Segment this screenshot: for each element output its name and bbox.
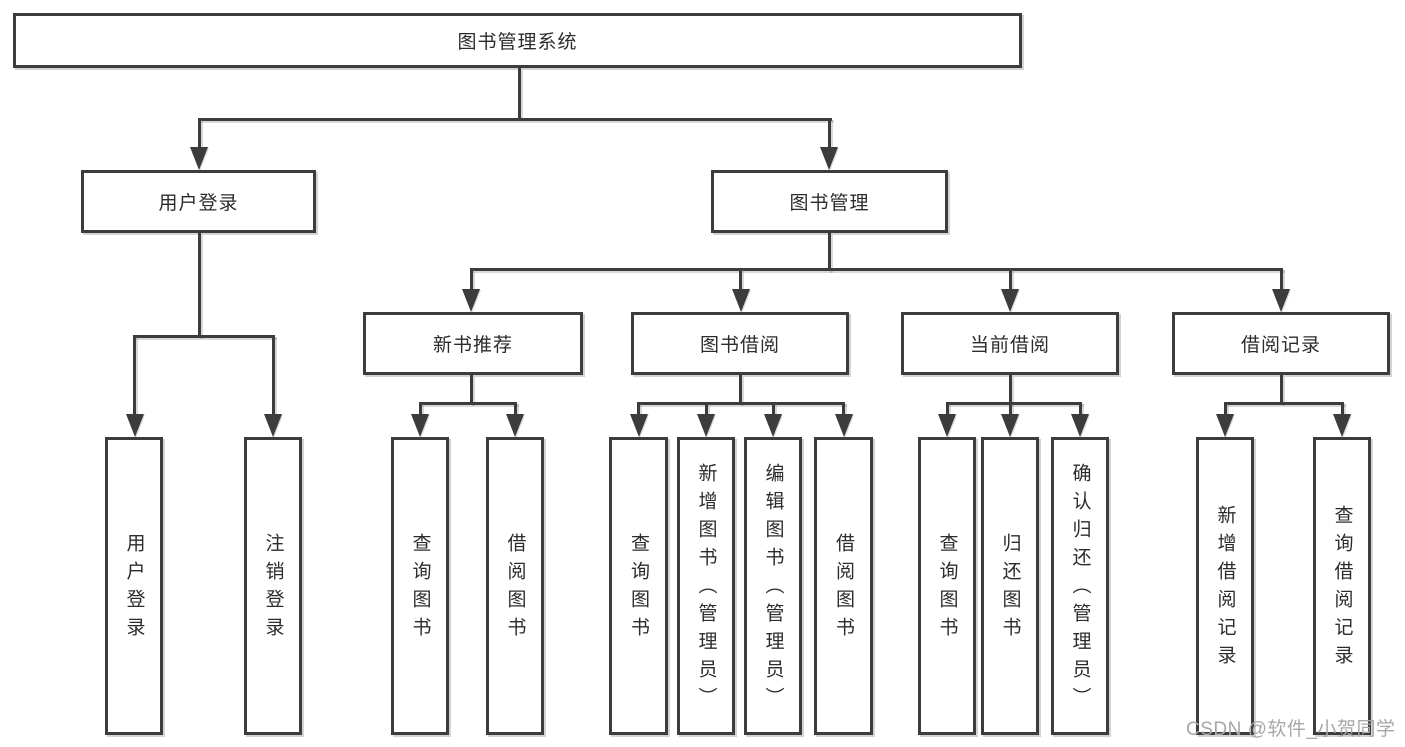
leaf-logout: 注销登录 [244, 437, 302, 735]
connector-line [198, 118, 201, 150]
connector-line [1224, 402, 1227, 416]
node-new-book-recommendation: 新书推荐 [363, 312, 583, 375]
connector-line [772, 402, 775, 416]
connector-line [739, 268, 742, 292]
arrow-down-icon [1272, 289, 1290, 312]
arrow-down-icon [697, 414, 715, 437]
arrow-down-icon [1071, 414, 1089, 437]
connector-line [470, 268, 1283, 271]
arrow-down-icon [1216, 414, 1234, 437]
arrow-down-icon [820, 147, 838, 170]
connector-line [1341, 402, 1344, 416]
arrow-down-icon [1001, 289, 1019, 312]
connector-line [198, 233, 201, 337]
node-current-borrowing: 当前借阅 [901, 312, 1119, 375]
arrow-down-icon [835, 414, 853, 437]
leaf-borrow-books-2: 借阅图书 [814, 437, 873, 735]
connector-line [419, 402, 517, 405]
arrow-down-icon [190, 147, 208, 170]
leaf-return-books: 归还图书 [981, 437, 1039, 735]
connector-line [946, 402, 949, 416]
arrow-down-icon [462, 289, 480, 312]
connector-line [1280, 375, 1283, 404]
leaf-query-books: 查询图书 [391, 437, 449, 735]
leaf-query-books-3: 查询图书 [918, 437, 976, 735]
connector-line [1280, 268, 1283, 292]
arrow-down-icon [630, 414, 648, 437]
connector-line [828, 118, 831, 150]
leaf-add-borrow-record: 新增借阅记录 [1196, 437, 1254, 735]
connector-line [470, 375, 473, 404]
arrow-down-icon [1333, 414, 1351, 437]
connector-line [514, 402, 517, 416]
connector-line [637, 402, 640, 416]
connector-line [1079, 402, 1082, 416]
connector-line [637, 402, 845, 405]
leaf-user-login: 用户登录 [105, 437, 163, 735]
connector-line [198, 118, 832, 121]
connector-line [828, 233, 831, 271]
connector-line [133, 335, 275, 338]
arrow-down-icon [264, 414, 282, 437]
node-library-management-system: 图书管理系统 [13, 13, 1022, 68]
connector-line [946, 402, 1082, 405]
arrow-down-icon [1001, 414, 1019, 437]
connector-line [1009, 268, 1012, 292]
node-borrowing-records: 借阅记录 [1172, 312, 1390, 375]
arrow-down-icon [764, 414, 782, 437]
connector-line [1009, 402, 1012, 416]
arrow-down-icon [938, 414, 956, 437]
connector-line [272, 335, 275, 416]
node-user-login: 用户登录 [81, 170, 316, 233]
leaf-query-books-2: 查询图书 [609, 437, 668, 735]
leaf-query-borrow-record: 查询借阅记录 [1313, 437, 1371, 735]
connector-line [1224, 402, 1344, 405]
leaf-borrow-books: 借阅图书 [486, 437, 544, 735]
node-book-borrowing: 图书借阅 [631, 312, 849, 375]
arrow-down-icon [732, 289, 750, 312]
leaf-confirm-return-admin: 确认归还（管理员） [1051, 437, 1109, 735]
connector-line [1009, 375, 1012, 404]
node-book-management: 图书管理 [711, 170, 948, 233]
connector-line [470, 268, 473, 292]
connector-line [705, 402, 708, 416]
leaf-add-books-admin: 新增图书（管理员） [677, 437, 735, 735]
connector-line [133, 335, 136, 416]
connector-line [518, 68, 521, 118]
arrow-down-icon [506, 414, 524, 437]
connector-line [739, 375, 742, 404]
connector-line [419, 402, 422, 416]
connector-line [842, 402, 845, 416]
csdn-watermark: CSDN @软件_小贺同学 [1186, 719, 1396, 740]
arrow-down-icon [126, 414, 144, 437]
leaf-edit-books-admin: 编辑图书（管理员） [744, 437, 802, 735]
arrow-down-icon [411, 414, 429, 437]
